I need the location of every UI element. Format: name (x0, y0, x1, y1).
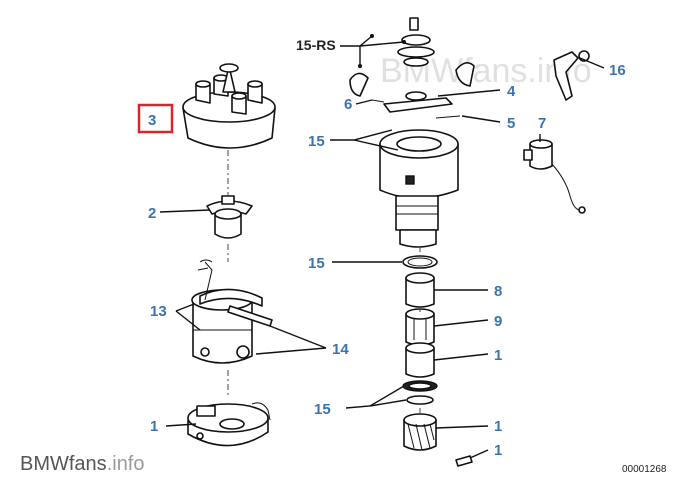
diagram-number: 00001268 (622, 464, 667, 475)
callout-15-lower[interactable]: 15 (314, 401, 331, 418)
callout-9[interactable]: 9 (494, 313, 502, 330)
callout-1-plate[interactable]: 1 (150, 418, 158, 435)
brand-logo: BMWfans.info (20, 453, 145, 475)
callout-1-sleeve[interactable]: 1 (494, 347, 502, 364)
callout-2[interactable]: 2 (148, 205, 156, 222)
callout-15-rs[interactable]: 15-RS (296, 37, 336, 53)
part-washers-lower[interactable] (402, 380, 438, 405)
callout-7[interactable]: 7 (538, 115, 546, 132)
part-rotor[interactable] (206, 195, 253, 239)
part-condenser-7[interactable] (523, 139, 586, 214)
part-sleeve-1[interactable] (405, 342, 435, 378)
highlight-box-3 (137, 103, 174, 134)
callout-4[interactable]: 4 (507, 83, 516, 100)
callout-labels: 15-RS 3 16 6 4 5 7 15 2 15 8 13 9 14 1 1… (137, 37, 626, 459)
leader-lines (159, 34, 605, 459)
callout-1-pin[interactable]: 1 (494, 442, 502, 459)
part-drive-gear[interactable] (403, 413, 437, 451)
part-distributor-housing[interactable] (379, 129, 459, 248)
part-sleeve-9[interactable] (405, 308, 435, 346)
callout-15-upper[interactable]: 15 (308, 133, 325, 150)
part-advance-mechanism[interactable] (191, 259, 273, 364)
part-breaker-plate[interactable] (187, 402, 271, 447)
callout-5[interactable]: 5 (507, 115, 515, 132)
part-top-washer-stack[interactable] (397, 17, 435, 67)
callout-8[interactable]: 8 (494, 283, 502, 300)
part-roll-pin[interactable] (455, 455, 473, 467)
callout-1-gear[interactable]: 1 (494, 418, 502, 435)
callout-13[interactable]: 13 (150, 303, 167, 320)
callout-16[interactable]: 16 (609, 62, 626, 79)
callout-14[interactable]: 14 (332, 341, 349, 358)
part-distributor-cap[interactable] (182, 63, 276, 149)
callout-3[interactable]: 3 (148, 112, 156, 129)
part-cam-weights[interactable] (349, 62, 475, 119)
brand-name: BMWfans (20, 453, 107, 475)
part-sleeve-8[interactable] (405, 272, 435, 308)
callout-6[interactable]: 6 (344, 96, 352, 113)
brand-suffix: .info (107, 453, 145, 475)
part-shaft-ring-upper[interactable] (402, 255, 438, 269)
callout-15-middle[interactable]: 15 (308, 255, 325, 272)
